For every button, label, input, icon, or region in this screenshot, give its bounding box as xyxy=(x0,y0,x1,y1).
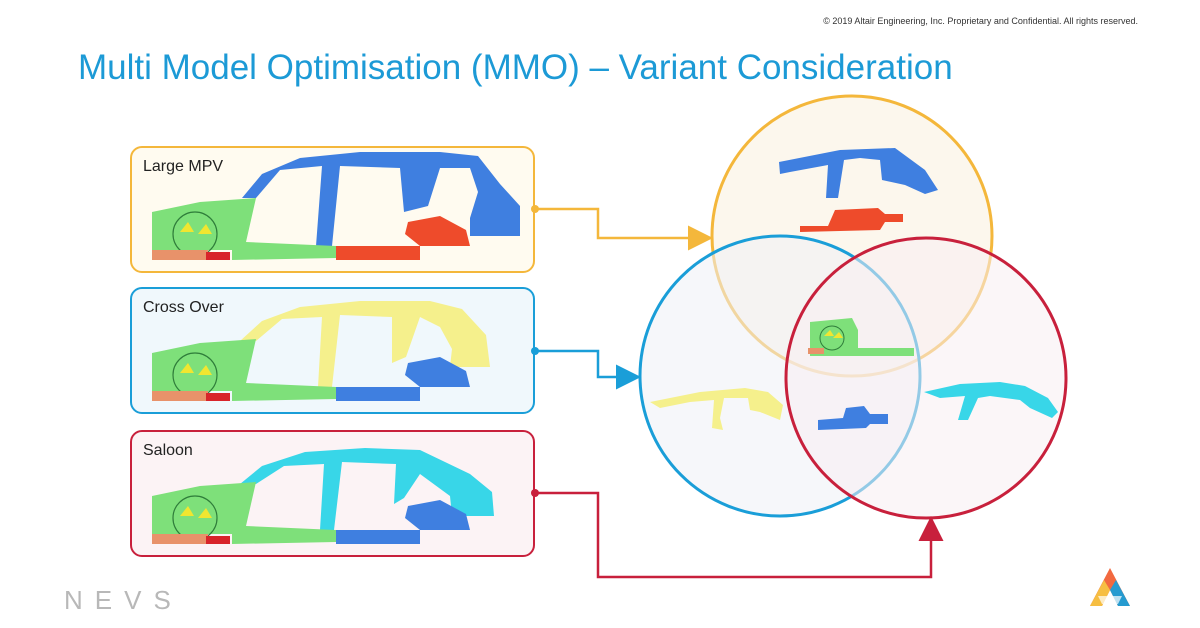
car-lower-rear xyxy=(336,500,470,544)
venn-part-common xyxy=(808,318,914,356)
slide-title: Multi Model Optimisation (MMO) – Variant… xyxy=(78,48,953,87)
suspension-part xyxy=(198,365,212,375)
altair-logo-icon xyxy=(1090,568,1130,606)
car-lower-rear xyxy=(336,357,470,401)
arrow-large-mpv xyxy=(535,207,713,251)
suspension-part xyxy=(180,506,194,516)
venn-circle-saloon xyxy=(784,236,1068,520)
front-rail xyxy=(152,391,208,401)
car-body-large-mpv xyxy=(152,152,520,260)
variant-label: Saloon xyxy=(143,442,193,459)
car-upper-body xyxy=(242,152,520,246)
venn-part-crossover-lower xyxy=(818,406,888,430)
venn-part-saloon-upper xyxy=(924,382,1058,420)
suspension-part xyxy=(198,508,212,518)
crash-box xyxy=(206,393,230,401)
car-front-structure xyxy=(152,198,336,260)
car-front-structure xyxy=(152,339,336,401)
venn-part-mpv-lower xyxy=(800,208,903,232)
car-lower-rear xyxy=(336,216,470,260)
copyright-notice: © 2019 Altair Engineering, Inc. Propriet… xyxy=(823,16,1138,26)
front-rail xyxy=(152,534,208,544)
car-body-cross-over xyxy=(152,301,490,401)
suspension-part xyxy=(180,363,194,373)
front-rail xyxy=(152,250,208,260)
connector-arrows xyxy=(531,205,944,579)
venn-diagram xyxy=(638,94,1068,520)
venn-part-mpv-upper xyxy=(779,148,938,198)
arrow-cross-over xyxy=(535,349,641,390)
venn-part-crossover-upper xyxy=(650,388,783,430)
variant-label: Large MPV xyxy=(143,158,224,175)
suspension-part xyxy=(198,224,212,234)
crash-box xyxy=(206,252,230,260)
nevs-brand-wordmark: NEVS xyxy=(64,585,183,615)
car-front-structure xyxy=(152,482,336,544)
suspension-part xyxy=(180,222,194,232)
variant-label: Cross Over xyxy=(143,299,224,316)
crash-box xyxy=(206,536,230,544)
arrow-saloon xyxy=(535,491,944,579)
venn-parts xyxy=(650,148,1058,430)
car-body-saloon xyxy=(152,448,494,544)
car-upper-body xyxy=(240,448,494,530)
